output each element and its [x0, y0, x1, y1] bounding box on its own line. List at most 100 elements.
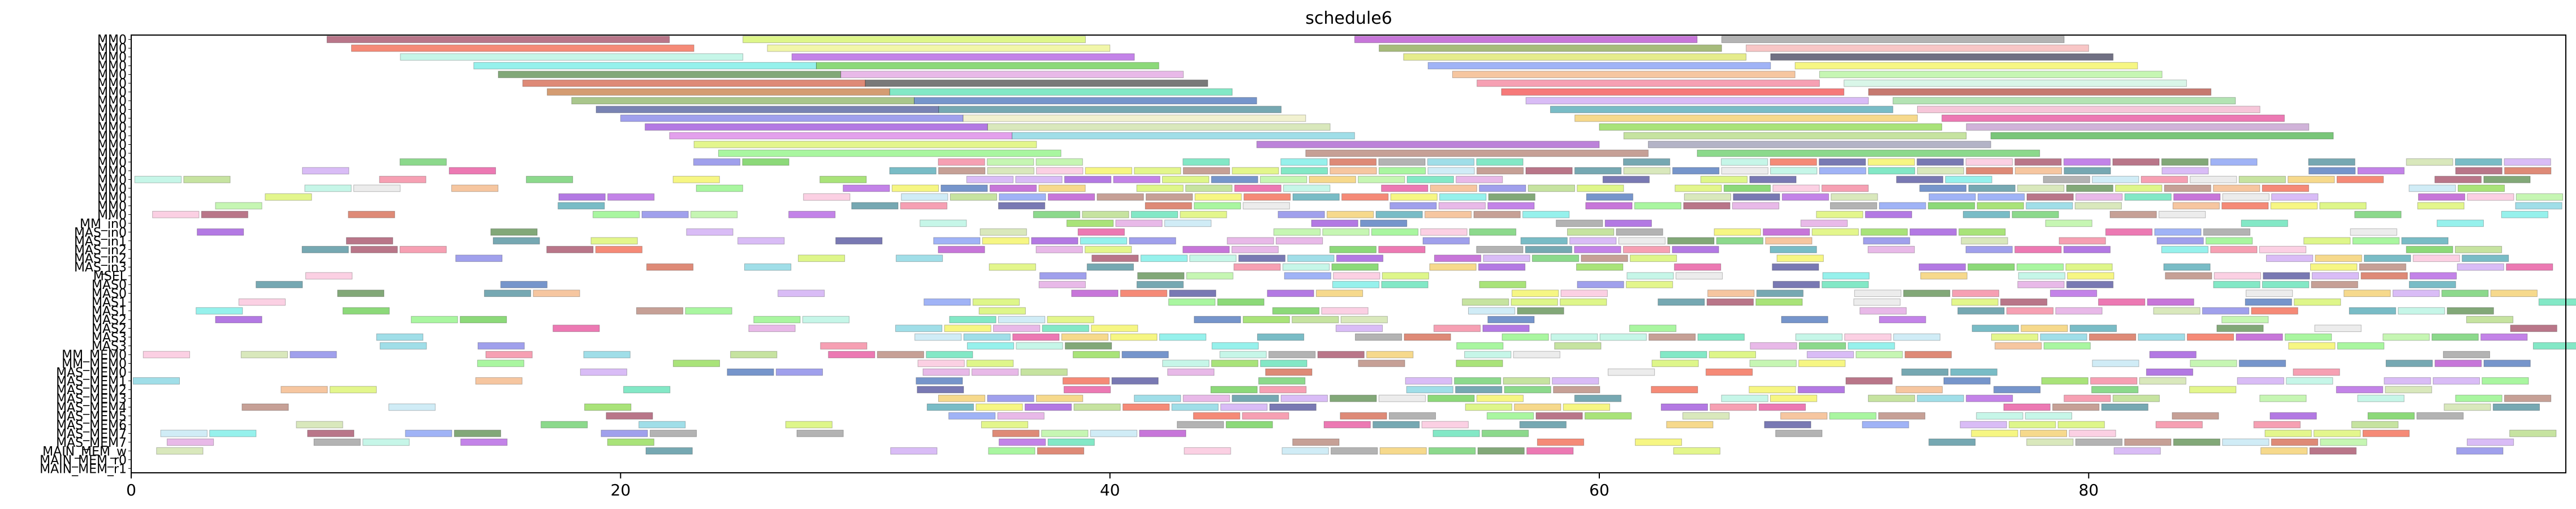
x-tick-label: 60 [1589, 481, 1610, 499]
task-bar [2532, 342, 2576, 350]
task-bar [1031, 237, 1078, 245]
task-bar [1244, 193, 1291, 201]
row-label: MAS_in1 [74, 235, 127, 249]
task-bar [1064, 342, 1112, 350]
task-bar [2308, 158, 2355, 166]
task-bar [999, 438, 1046, 446]
task-bar [1336, 255, 1384, 262]
task-bar [889, 167, 937, 175]
task-bar [1323, 421, 1371, 429]
row-labels: MM0MM0MM0MM0MM0MM0MM0MM0MM0MM0MM0MM0MM0M… [40, 33, 131, 476]
task-bar [2455, 395, 2502, 402]
task-bar [982, 237, 1030, 245]
task-bar [2418, 193, 2465, 201]
task-bar [2075, 438, 2122, 446]
task-bar [636, 307, 684, 315]
task-bar [2124, 438, 2172, 446]
task-bar [1560, 298, 1607, 306]
task-bar [2156, 237, 2204, 245]
task-bar [2361, 272, 2408, 280]
task-bar [1806, 351, 1854, 359]
task-bar [2492, 403, 2540, 411]
task-bar [1556, 219, 1603, 227]
task-bar [1042, 325, 1089, 332]
task-bar [1268, 351, 1316, 359]
gantt-bar [1305, 149, 1649, 157]
task-bar [641, 210, 689, 218]
task-bar [2383, 333, 2430, 341]
task-bar [2506, 263, 2553, 271]
task-bar [2504, 167, 2552, 175]
task-bar [307, 429, 355, 437]
task-bar [1971, 325, 2019, 332]
task-bar [1406, 386, 1453, 394]
task-bar [281, 386, 328, 394]
task-bar [1781, 316, 1828, 323]
task-bar [981, 421, 1029, 429]
task-bar [2456, 447, 2504, 455]
task-bar [1169, 290, 1216, 297]
task-bar [2515, 193, 2564, 201]
task-bar [891, 184, 939, 192]
task-bar [999, 193, 1046, 201]
task-bar [1920, 272, 1967, 280]
task-bar [584, 403, 632, 411]
task-bar [337, 290, 385, 297]
task-bar [1226, 421, 1273, 429]
task-bar [1918, 263, 1966, 271]
task-bar [196, 307, 243, 315]
task-bar [1993, 386, 2041, 394]
task-bar [1537, 438, 1585, 446]
task-bar [1211, 342, 1259, 350]
task-bar [992, 429, 1039, 437]
task-bar [1061, 333, 1108, 341]
task-bar [1071, 290, 1119, 297]
task-bar [1468, 307, 1516, 315]
task-bar [183, 176, 231, 183]
task-bar [477, 342, 525, 350]
task-bar [1341, 193, 1389, 201]
task-bar [1749, 176, 1797, 183]
task-bar [1371, 228, 1419, 236]
gantt-bar [571, 97, 915, 105]
task-bar [2314, 429, 2361, 437]
task-bar [2406, 158, 2453, 166]
row-label: MAIN_MEM_r1 [40, 462, 127, 476]
task-bar [1434, 255, 1482, 262]
task-bar [583, 351, 631, 359]
task-bar [1454, 377, 1501, 385]
gantt-bar [963, 114, 1306, 122]
task-bar [2222, 438, 2269, 446]
task-bar [1819, 158, 1866, 166]
task-bar [353, 184, 401, 192]
task-bar [2063, 158, 2111, 166]
task-bar [1016, 342, 1063, 350]
task-bar [989, 263, 1036, 271]
task-bar [1340, 412, 1387, 420]
task-bar [1770, 158, 1817, 166]
task-bar [1382, 272, 1429, 280]
task-bar [1616, 228, 1663, 236]
task-bar [1120, 290, 1168, 297]
row-label: MM0 [97, 103, 127, 118]
task-bar [2483, 360, 2531, 367]
task-bar [1879, 202, 1926, 210]
task-bar [240, 351, 288, 359]
x-tick-label: 80 [2078, 481, 2099, 499]
task-bar [2466, 316, 2514, 323]
task-bar [1585, 412, 1632, 420]
task-bar [2041, 377, 2089, 385]
task-bar [1429, 263, 1477, 271]
task-bar [132, 377, 180, 385]
task-bar [460, 316, 507, 323]
task-bar [2490, 290, 2538, 297]
task-bar [595, 245, 642, 253]
task-bar [1967, 263, 2015, 271]
task-bar [2203, 228, 2251, 236]
task-bar [2149, 351, 2197, 359]
task-bar [1755, 298, 1803, 306]
task-bar [1943, 377, 1991, 385]
task-bar [2066, 281, 2114, 288]
task-bar [2186, 333, 2234, 341]
row-label: MM0 [97, 200, 127, 214]
